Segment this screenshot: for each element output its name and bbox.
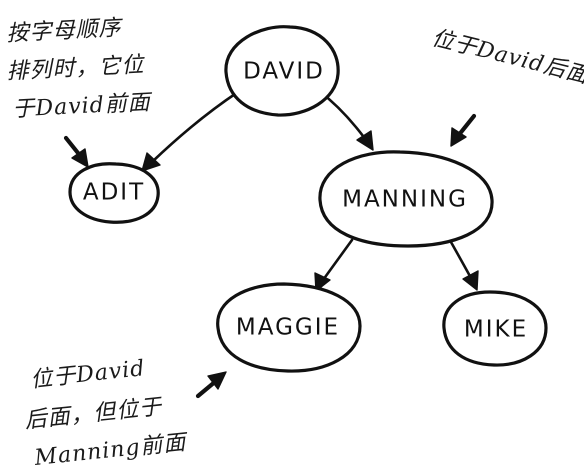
annotation-top-right: 位于David后面: [429, 26, 584, 90]
tree-edges: [141, 88, 479, 292]
annotation-bottom-left-line-3: Manning前面: [32, 430, 190, 469]
edge-david-adit: [141, 90, 240, 172]
node-adit: ADIT: [68, 162, 160, 224]
node-mike: MIKE: [442, 290, 548, 367]
node-manning-label: MANNING: [342, 187, 468, 213]
annotation-bottom-left-line-2: 后面，但位于: [23, 394, 164, 433]
annotation-top-right-line-1: 位于David后面: [429, 26, 584, 90]
edge-manning-maggie: [314, 238, 354, 292]
node-adit-label: ADIT: [83, 180, 145, 206]
annotation-top-left: 按字母顺序 排列时，它位 于David前面: [6, 16, 154, 123]
node-david-label: DAVID: [243, 59, 325, 85]
edge-manning-mike: [445, 233, 479, 291]
node-maggie-label: MAGGIE: [236, 315, 340, 341]
pointer-arrow-top-right: [450, 113, 477, 147]
node-david: DAVID: [224, 25, 340, 117]
annotation-top-left-line-3: 于David前面: [12, 90, 154, 122]
pointer-arrow-top-left: [63, 135, 89, 168]
node-maggie: MAGGIE: [216, 282, 362, 373]
annotation-top-left-line-2: 排列时，它位: [6, 53, 146, 85]
node-manning: MANNING: [318, 150, 494, 248]
pointer-arrow-bottom-left: [195, 371, 227, 399]
annotation-top-left-line-1: 按字母顺序: [6, 16, 124, 47]
annotation-bottom-left-line-1: 位于David: [29, 356, 146, 393]
node-mike-label: MIKE: [464, 317, 528, 343]
annotation-pointers: [63, 113, 477, 399]
annotation-bottom-left: 位于David 后面，但位于 Manning前面: [23, 356, 190, 469]
